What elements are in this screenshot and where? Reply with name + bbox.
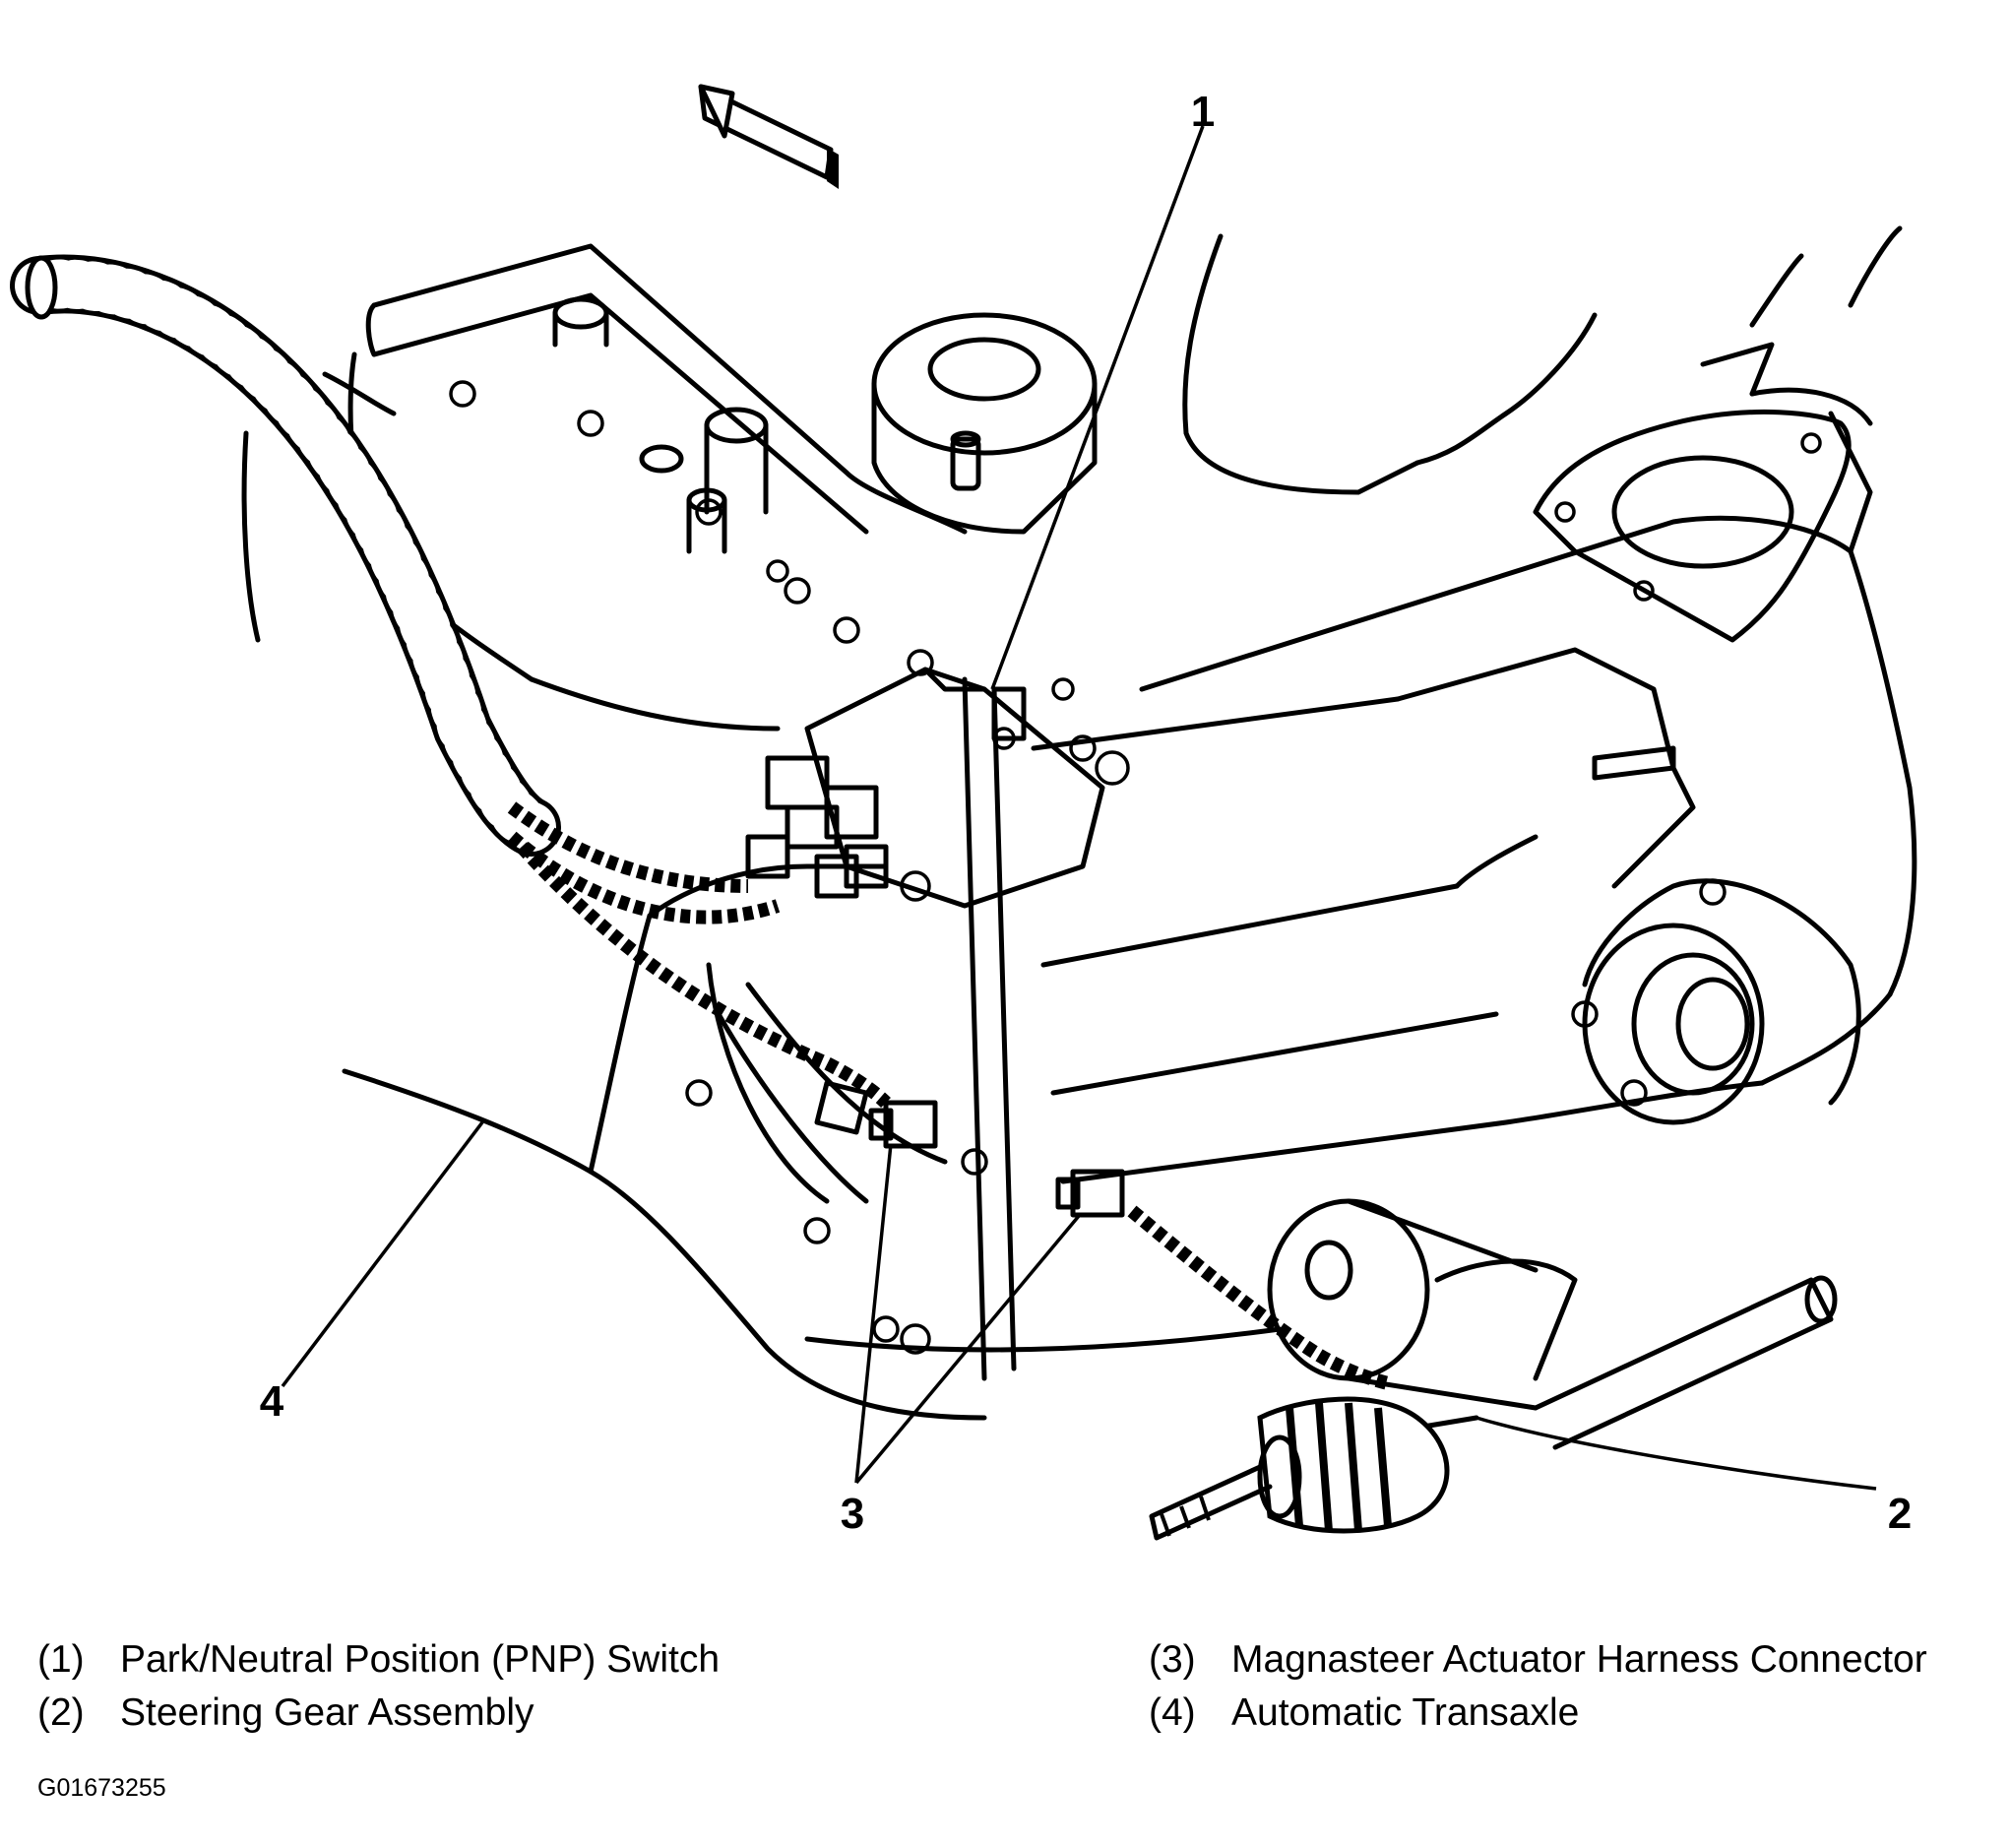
pnp-connectors [745,755,931,902]
transaxle-housing [241,371,1917,1421]
legend-item-2: (2) Steering Gear Assembly [37,1687,720,1740]
callout-1: 1 [1191,88,1215,136]
output-flange [1571,878,1861,1125]
callout-3: 3 [841,1490,864,1538]
callout-2: 2 [1888,1490,1912,1538]
legend-label: Park/Neutral Position (PNP) Switch [120,1638,721,1681]
cooler-fittings [552,296,769,554]
pnp-switch [804,312,1130,909]
legend-item-4: (4) Automatic Transaxle [1149,1687,1927,1740]
legend-item-1: (1) Park/Neutral Position (PNP) Switch [37,1633,720,1687]
legend-label: Magnasteer Actuator Harness Connector [1231,1638,1927,1681]
legend-number: (1) [37,1638,85,1681]
legend-number: (3) [1149,1638,1196,1681]
leader-lines [281,125,1877,1491]
legend-label: Automatic Transaxle [1231,1691,1580,1734]
flange-gasket [1533,409,1852,643]
magnasteer-harness-connectors [868,1100,1125,1218]
direction-arrow-icon [698,84,839,189]
legend-label: Steering Gear Assembly [120,1691,534,1734]
legend-left-column: (1) Park/Neutral Position (PNP) Switch (2… [37,1633,720,1740]
wiring-harness [10,254,1390,1390]
steering-gear-assembly [1149,1198,1838,1541]
figure-id: G01673255 [37,1774,166,1802]
legend-right-column: (3) Magnasteer Actuator Harness Connector… [1149,1633,1927,1740]
callout-4: 4 [260,1377,284,1426]
legend-number: (4) [1149,1691,1196,1734]
legend-number: (2) [37,1691,85,1734]
legend-item-3: (3) Magnasteer Actuator Harness Connector [1149,1633,1927,1687]
bell-housing [685,1011,988,1355]
engine-block [1182,225,1903,554]
